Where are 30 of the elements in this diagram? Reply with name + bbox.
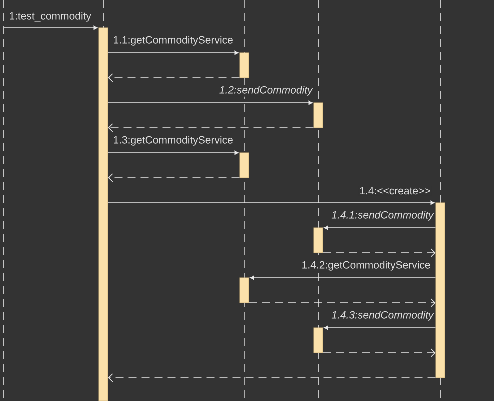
message-label: 1.2:sendCommodity: [218, 85, 314, 97]
message-arrow: [108, 200, 435, 206]
activation-bar: [240, 152, 250, 178]
message-arrow: [324, 326, 436, 330]
activation-bar: [240, 52, 250, 78]
activation-bar: [314, 102, 324, 128]
message-label: 1:test_commodity: [8, 11, 92, 23]
message-label: 1.4.3:sendCommodity: [330, 310, 435, 322]
return-arrow: [108, 74, 240, 82]
message-arrow: [108, 50, 239, 56]
message-arrow: [250, 276, 436, 280]
return-arrow: [322, 348, 436, 358]
activation-bar: [436, 202, 446, 378]
activation-bar: [98, 28, 108, 401]
return-arrow: [108, 174, 240, 182]
activation-bar: [240, 278, 250, 304]
return-arrow: [322, 248, 436, 258]
message-arrow: [108, 100, 313, 106]
return-arrow: [108, 124, 314, 132]
return-arrow: [248, 298, 436, 308]
return-arrow: [108, 374, 436, 382]
message-arrow: [4, 26, 98, 30]
activation-bar: [314, 328, 324, 354]
activation-bar: [314, 228, 324, 254]
message-label: 1.3:getCommodityService: [112, 135, 234, 147]
message-arrow: [108, 150, 239, 156]
message-label: 1.4.1:sendCommodity: [330, 210, 435, 222]
message-label: 1.1:getCommodityService: [112, 35, 234, 47]
message-label: 1.4.2:getCommodityService: [300, 260, 432, 272]
message-arrow: [324, 226, 436, 230]
